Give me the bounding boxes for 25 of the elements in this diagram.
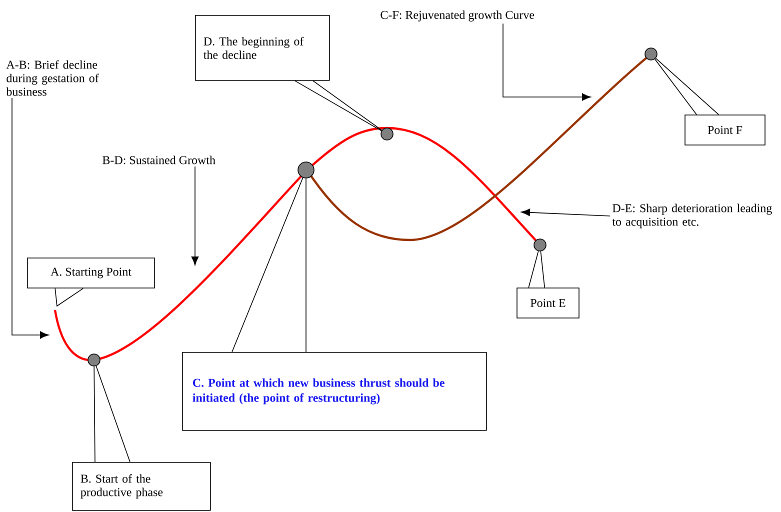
point-marker <box>534 238 546 252</box>
callout-box: Point E <box>516 288 580 318</box>
callout-box: B. Start of the productive phase <box>72 462 211 511</box>
point-marker <box>298 162 314 178</box>
annotation-text: A-B: Brief decline during gestation of business <box>6 60 99 96</box>
callout-pointer <box>294 80 382 132</box>
point-marker <box>644 48 658 60</box>
callout-box: C. Point at which new business thrust should be initiated (the point of restructuring) <box>182 352 487 431</box>
arrow <box>191 166 199 266</box>
arrow <box>521 208 610 216</box>
annotation-text: D-E: Sharp deterioration leading to acquisition etc. <box>612 204 772 228</box>
callout-box: D. The beginning of the decline <box>195 15 330 81</box>
point-marker <box>380 128 394 140</box>
annotation-text: C-F: Rejuvenated growth Curve <box>380 10 534 22</box>
callout-box: A. Starting Point <box>27 258 155 288</box>
annotation-text: B-D: Sustained Growth <box>102 156 216 164</box>
arrow <box>502 23 591 101</box>
callout-pointer <box>232 177 306 352</box>
point-marker <box>88 354 100 366</box>
callout-pointer <box>54 288 84 307</box>
callout-pointer <box>528 250 545 288</box>
callout-box: Point F <box>684 114 766 146</box>
callout-pointer <box>94 366 130 462</box>
arrow <box>12 98 49 339</box>
callout-pointer <box>654 58 719 115</box>
